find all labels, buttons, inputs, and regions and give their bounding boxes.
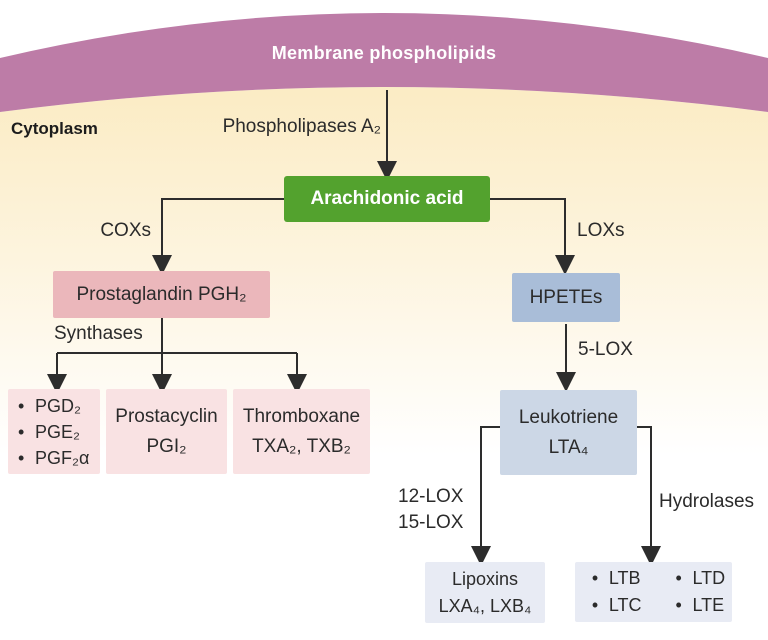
enzyme-label-12-lox: 12-LOX — [398, 486, 464, 507]
node-leukotriene-name: Leukotriene — [518, 406, 619, 428]
node-lipoxins-name: Lipoxins — [451, 568, 519, 589]
enzyme-label-12-15-lox: 12-LOX 15-LOX — [398, 484, 463, 536]
node-leukotriene-lta4: Leukotriene LTA₄ — [500, 390, 637, 475]
node-lipoxins: Lipoxins LXA₄, LXB₄ — [425, 562, 545, 623]
node-prostacyclin-abbrev: PGI₂ — [146, 435, 187, 457]
node-prostaglandin-pgh2: Prostaglandin PGH₂ — [53, 271, 270, 318]
node-thromboxane: Thromboxane TXA₂, TXB₂ — [233, 389, 370, 474]
list-item-pgf2a: PGF₂α — [8, 445, 89, 471]
node-leukotriene-products: LTB LTC LTD LTE — [575, 562, 732, 622]
node-prostacyclin-name: Prostacyclin — [115, 405, 218, 427]
enzyme-label-hydrolases: Hydrolases — [659, 491, 755, 512]
list-item-ltb: LTB — [582, 565, 642, 592]
node-thromboxane-abbrev: TXA₂, TXB₂ — [252, 435, 351, 457]
node-leukotriene-abbrev: LTA₄ — [548, 436, 589, 458]
connector-arachidonic-to-pgh2 — [152, 198, 284, 275]
list-item-pge2: PGE₂ — [8, 419, 80, 445]
node-arachidonic-acid: Arachidonic acid — [284, 176, 490, 222]
node-prostaglandin-pgh2-label: Prostaglandin PGH₂ — [76, 283, 247, 305]
node-hpetes: HPETEs — [512, 273, 620, 322]
enzyme-label-loxs: LOXs — [577, 220, 625, 241]
connector-leukotriene-to-lt-products — [637, 426, 661, 566]
enzyme-label-5-lox: 5-LOX — [578, 339, 633, 360]
membrane-band-label: Membrane phospholipids — [271, 43, 497, 63]
cytoplasm-gradient-background — [0, 87, 768, 470]
connector-leukotriene-to-lipoxins — [471, 426, 500, 566]
enzyme-label-15-lox: 15-LOX — [398, 512, 464, 533]
list-item-pgd2: PGD₂ — [8, 393, 81, 419]
leukotriene-products-col2: LTD LTE — [666, 565, 726, 619]
connector-arachidonic-to-hpetes — [490, 198, 575, 275]
node-prostaglandin-products: PGD₂ PGE₂ PGF₂α — [8, 389, 100, 474]
enzyme-label-coxs: COXs — [100, 220, 151, 241]
node-lipoxins-abbrev: LXA₄, LXB₄ — [438, 595, 532, 616]
node-prostacyclin: Prostacyclin PGI₂ — [106, 389, 227, 474]
node-hpetes-label: HPETEs — [529, 286, 603, 308]
node-arachidonic-acid-label: Arachidonic acid — [310, 188, 464, 209]
cytoplasm-label: Cytoplasm — [11, 119, 98, 138]
membrane-band — [0, 13, 768, 112]
enzyme-label-synthases: Synthases — [54, 323, 143, 344]
leukotriene-products-col1: LTB LTC — [582, 565, 642, 619]
enzyme-label-phospholipases-a2: Phospholipases A₂ — [222, 116, 381, 137]
list-item-ltd: LTD — [666, 565, 726, 592]
node-thromboxane-name: Thromboxane — [242, 405, 361, 427]
list-item-lte: LTE — [666, 592, 726, 619]
connector-pgh2-branch-trunk — [57, 318, 297, 354]
list-item-ltc: LTC — [582, 592, 642, 619]
